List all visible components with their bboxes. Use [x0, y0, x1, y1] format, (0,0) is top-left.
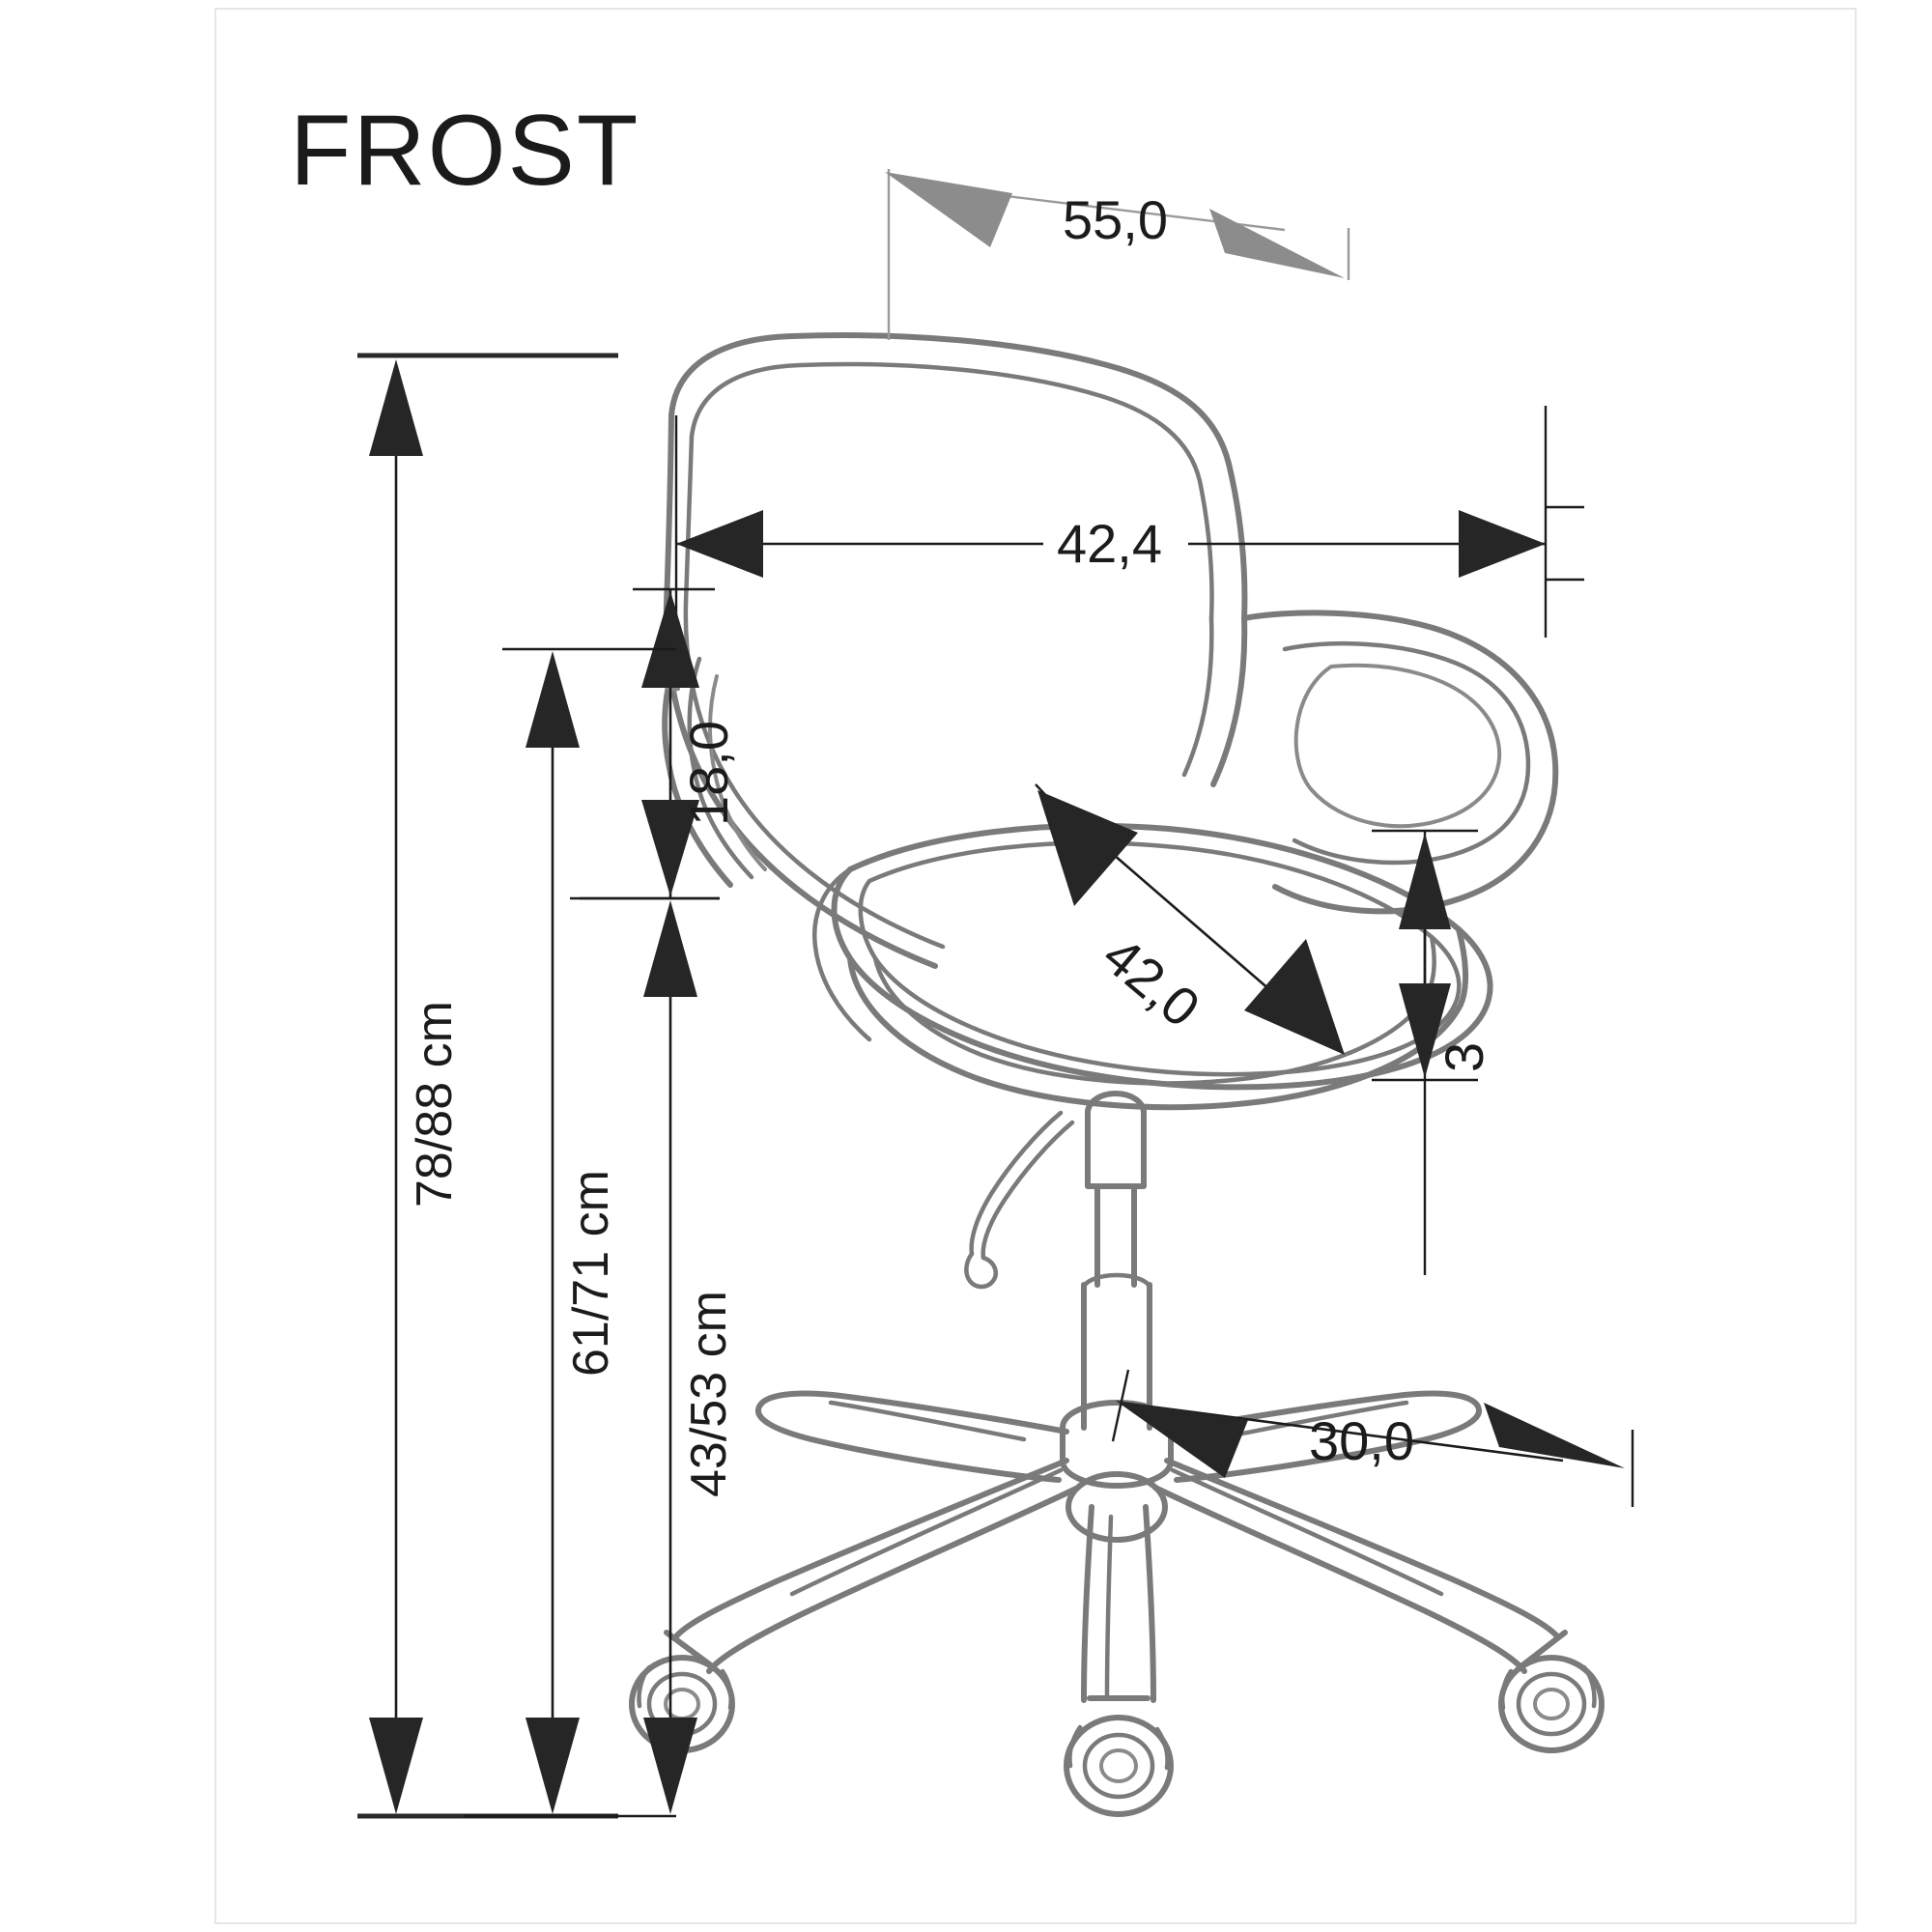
- dimension-seat-height: [580, 896, 720, 1818]
- dimension-label-depth-top: 55,0: [1063, 189, 1168, 250]
- dimension-label-seat-thickness: 3: [1434, 1041, 1494, 1072]
- caster-right: [1498, 1630, 1605, 1753]
- dimension-total-height: [357, 353, 618, 1819]
- dimension-base-diameter: [1111, 1369, 1634, 1507]
- page-title: FROST: [290, 95, 640, 207]
- dimension-label-seat-height: 43/53 cm: [681, 1291, 737, 1497]
- dimension-label-seat-width: 42,4: [1057, 513, 1162, 574]
- dimension-seat-width: [674, 406, 1584, 676]
- dimension-armrest-height: [464, 647, 676, 1818]
- caster-front: [1064, 1695, 1174, 1817]
- dimension-seat-depth: [1035, 783, 1345, 1055]
- dimension-label-backrest-height: 18,0: [678, 721, 739, 826]
- dimension-depth-top: [885, 169, 1350, 340]
- chair-illustration: [629, 332, 1605, 1817]
- dimension-label-total-height: 78/88 cm: [407, 1001, 463, 1208]
- dimension-seat-thickness: [1372, 829, 1478, 1275]
- dimension-label-base-diameter: 30,0: [1309, 1410, 1414, 1471]
- dimension-label-armrest-height: 61/71 cm: [563, 1170, 619, 1377]
